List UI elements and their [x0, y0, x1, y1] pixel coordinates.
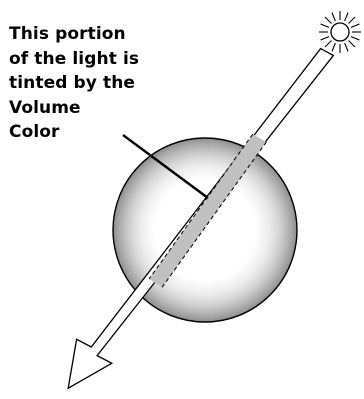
caption-line-3: tinted by the — [9, 71, 159, 96]
caption-line-5: Color — [9, 120, 159, 145]
caption-text: This portion of the light is tinted by t… — [9, 22, 159, 145]
caption-line-1: This portion — [9, 22, 159, 47]
sun-icon — [319, 11, 361, 53]
caption-line-2: of the light is — [9, 47, 159, 72]
caption-line-4: Volume — [9, 96, 159, 121]
